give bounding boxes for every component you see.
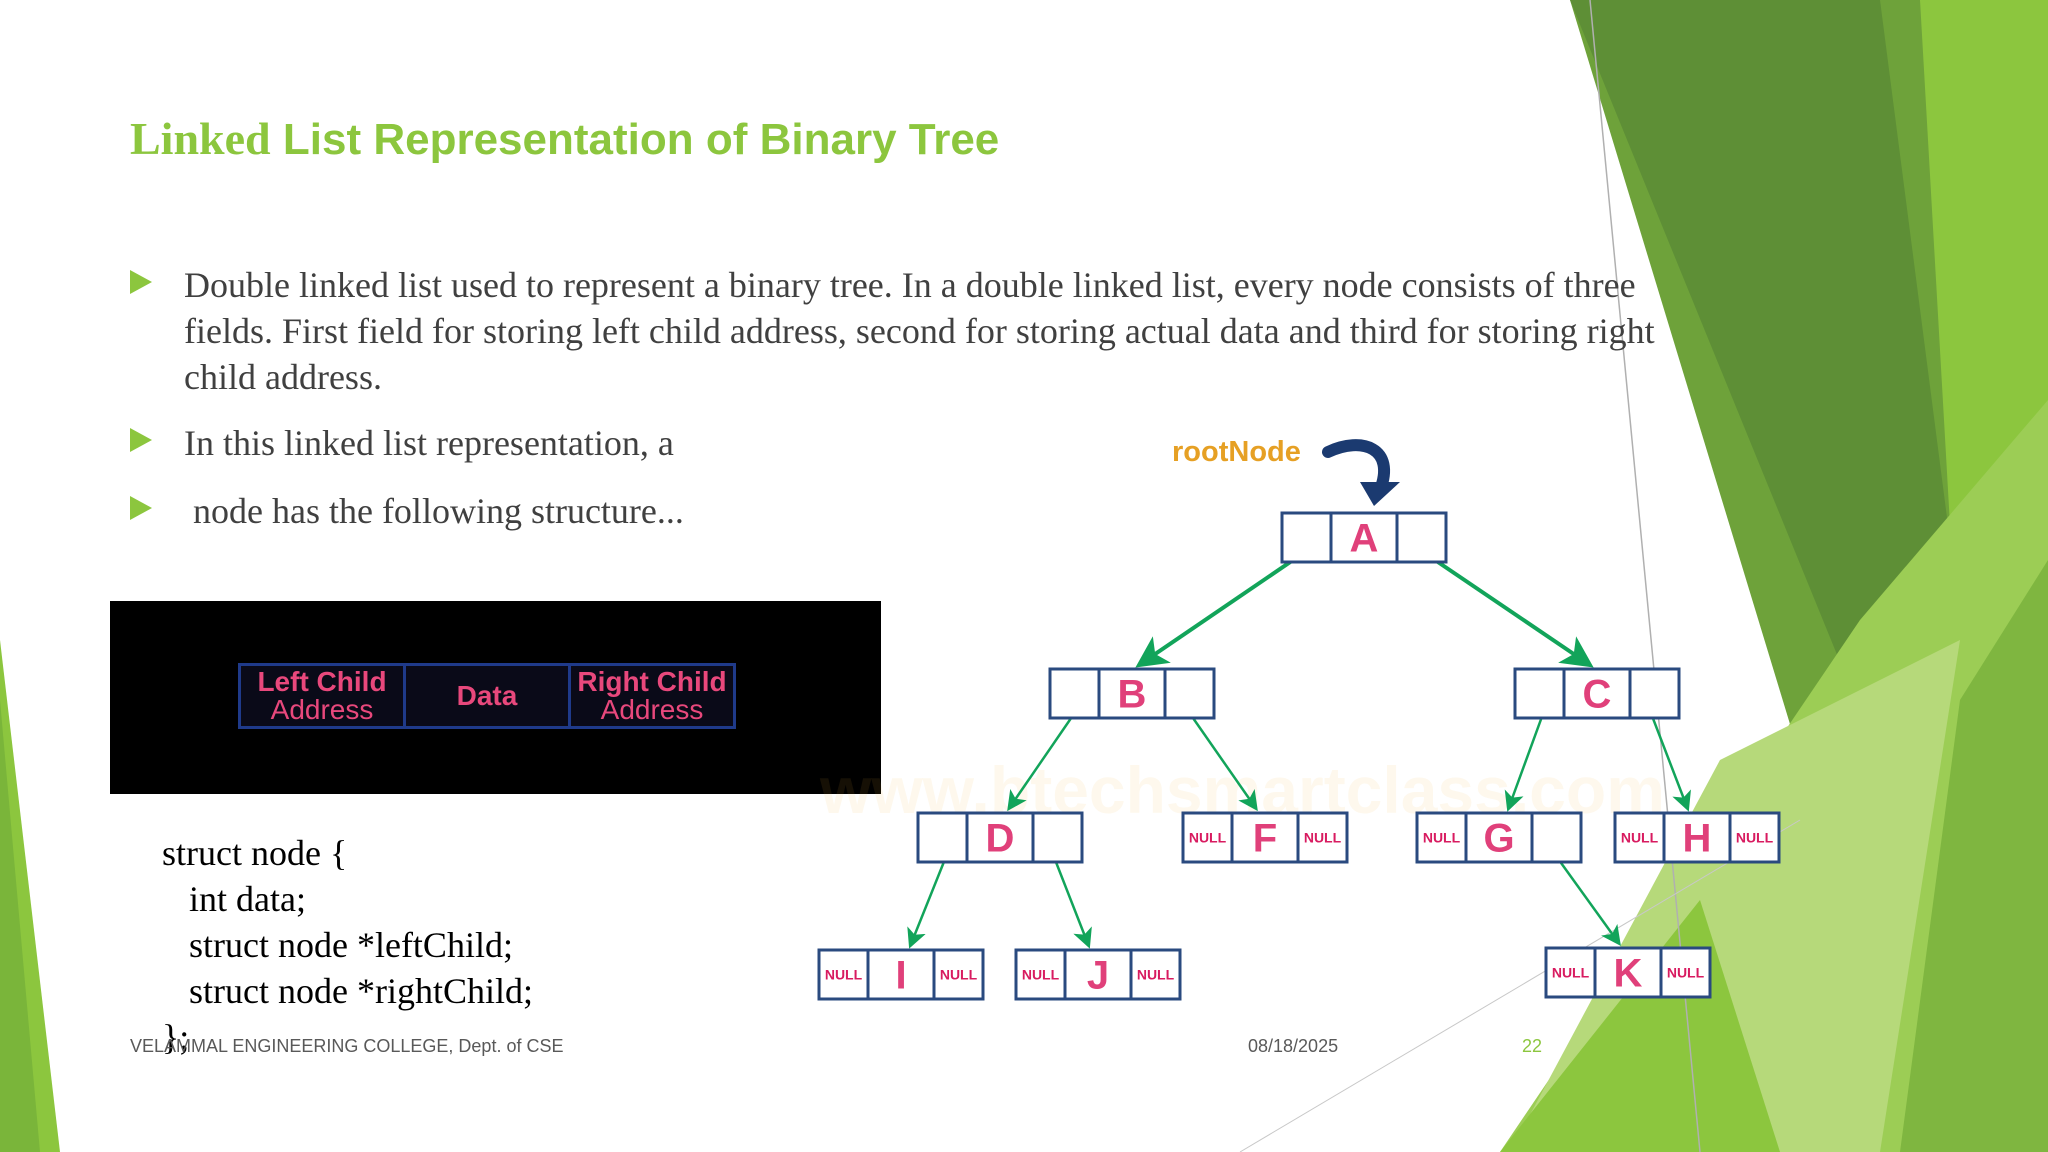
tree-node-d: D <box>916 811 1084 864</box>
tree-node-k: K NULL NULL <box>1544 946 1712 999</box>
footer-page-number: 22 <box>1522 1036 1543 1056</box>
null-pointer-label: NULL <box>1423 830 1461 846</box>
null-pointer-label: NULL <box>1304 830 1342 846</box>
node-data-label: I <box>895 954 906 998</box>
null-pointer-label: NULL <box>1621 830 1659 846</box>
title-part-1: Linked <box>130 113 271 164</box>
tree-node-a: A <box>1280 511 1448 564</box>
left-child-address-cell: Left Child Address <box>241 666 406 726</box>
cell-top-label: Left Child <box>257 666 387 697</box>
null-pointer-label: NULL <box>1022 967 1060 983</box>
bullet-arrow-icon <box>130 428 152 452</box>
node-box <box>1048 667 1216 720</box>
node-box <box>1415 811 1583 864</box>
node-box <box>1513 667 1681 720</box>
tree-edge-a-c <box>1412 543 1594 668</box>
null-pointer-label: NULL <box>940 967 978 983</box>
node-data-label: C <box>1583 673 1612 717</box>
null-pointer-label: NULL <box>1667 965 1705 981</box>
node-data-label: B <box>1118 673 1147 717</box>
slide-title: Linked List Representation of Binary Tre… <box>130 112 999 165</box>
tree-node-h: H NULL NULL <box>1613 811 1781 864</box>
tree-node-g: G NULL <box>1415 811 1583 864</box>
footer-date: 08/18/2025 <box>1248 1036 1339 1056</box>
cell-bottom-label: Address <box>270 694 374 725</box>
bullet-text-3: node has the following structure... <box>184 491 684 531</box>
root-node-label: rootNode <box>1172 436 1301 468</box>
null-pointer-label: NULL <box>1137 967 1175 983</box>
tree-node-i: I NULL NULL <box>817 948 985 1001</box>
node-data-label: J <box>1087 954 1109 998</box>
cell-bottom-label: Address <box>600 694 704 725</box>
footer-college: VELAMMAL ENGINEERING COLLEGE, Dept. of C… <box>130 1036 564 1056</box>
bullet-item-2: In this linked list representation, a <box>130 420 1030 466</box>
node-data-label: H <box>1683 817 1712 861</box>
cell-top-label: Right Child <box>577 666 727 697</box>
code-line-2: int data; <box>162 879 306 919</box>
node-box <box>1014 948 1182 1001</box>
null-pointer-label: NULL <box>825 967 863 983</box>
tree-edges <box>907 543 1691 949</box>
node-data-label: G <box>1483 817 1514 861</box>
title-part-2: List Representation of Binary Tree <box>282 115 1000 164</box>
bullet-arrow-icon <box>130 496 152 520</box>
node-box <box>1181 811 1349 864</box>
node-box <box>916 811 1084 864</box>
bullet-text-2: In this linked list representation, a <box>184 423 674 463</box>
tree-nodes: A B C D F NULL NULL G NULL H NULL NULL I NULL NULL J NUL… <box>817 511 1781 1001</box>
null-pointer-label: NULL <box>1736 830 1774 846</box>
node-box <box>1613 811 1781 864</box>
node-data-label: K <box>1614 952 1643 996</box>
code-line-5: }; <box>162 1017 190 1057</box>
node-box <box>817 948 985 1001</box>
node-data-label: D <box>986 817 1015 861</box>
code-line-4: struct node *rightChild; <box>162 971 533 1011</box>
node-data-label: A <box>1350 517 1379 561</box>
null-pointer-label: NULL <box>1552 965 1590 981</box>
code-line-3: struct node *leftChild; <box>162 925 513 965</box>
bullet-text-1: Double linked list used to represent a b… <box>184 265 1655 397</box>
data-cell: Data <box>406 666 571 726</box>
bullet-item-1: Double linked list used to represent a b… <box>130 262 1670 400</box>
root-arrow-icon <box>1322 439 1391 496</box>
code-line-1: struct node { <box>162 833 348 873</box>
struct-code: struct node { int data; struct node *lef… <box>162 830 533 1060</box>
node-box <box>1544 946 1712 999</box>
node-structure-image: Left Child Address Data Right Child Addr… <box>110 601 881 794</box>
node-structure-cells: Left Child Address Data Right Child Addr… <box>238 663 736 729</box>
bullet-arrow-icon <box>130 270 152 294</box>
bullet-item-3: node has the following structure... <box>130 488 1030 534</box>
tree-node-j: J NULL NULL <box>1014 948 1182 1001</box>
null-pointer-label: NULL <box>1189 830 1227 846</box>
node-data-label: F <box>1253 817 1277 861</box>
cell-top-label: Data <box>456 680 518 711</box>
tree-edge-a-b <box>1135 543 1316 668</box>
tree-node-b: B <box>1048 667 1216 720</box>
node-box <box>1280 511 1448 564</box>
tree-node-f: F NULL NULL <box>1181 811 1349 864</box>
tree-node-c: C <box>1513 667 1681 720</box>
right-child-address-cell: Right Child Address <box>571 666 733 726</box>
root-arrowhead-icon <box>1360 482 1400 506</box>
